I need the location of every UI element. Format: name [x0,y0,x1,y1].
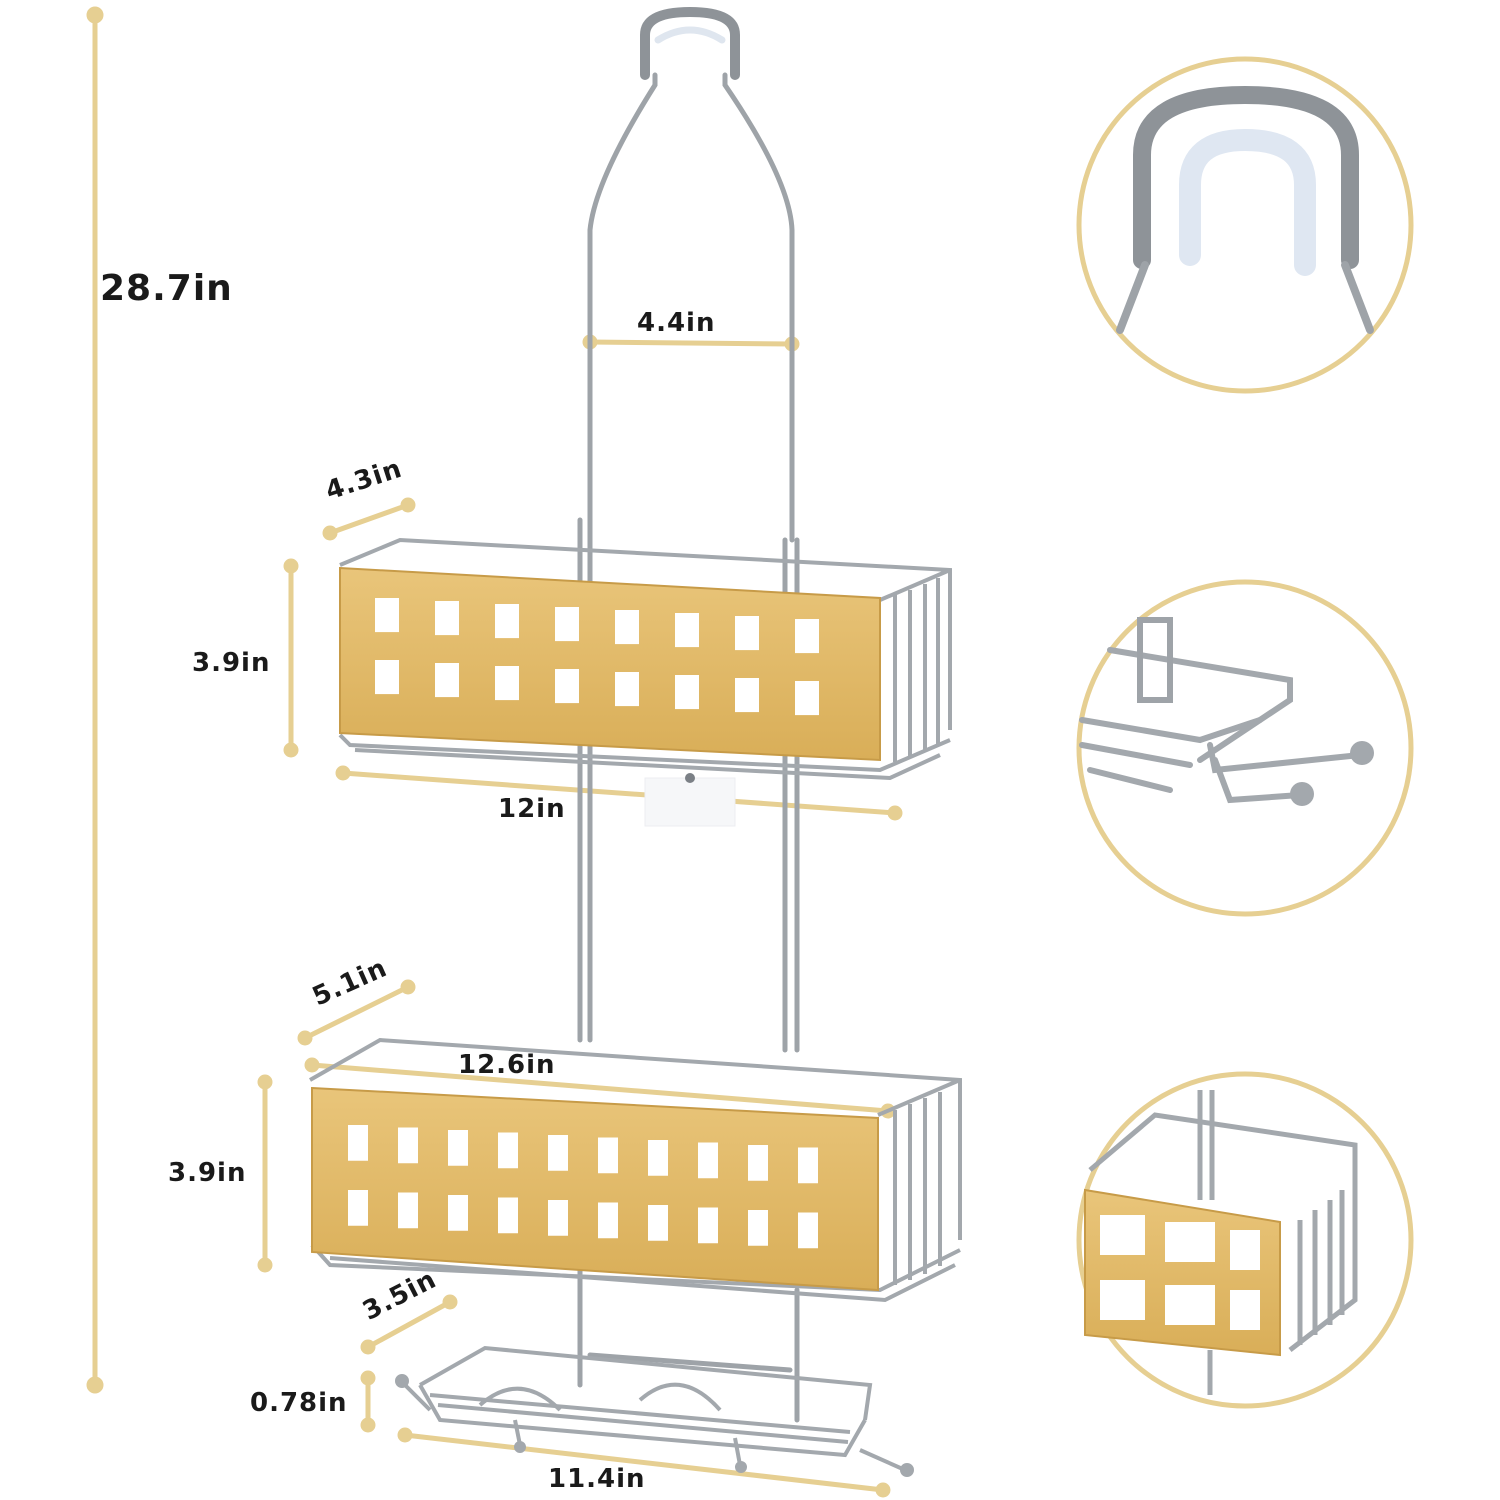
soap-width-line [402,1432,886,1493]
panel-cutout [615,610,639,645]
panel-cutout [648,1205,668,1241]
panel-cutout [598,1137,618,1174]
panel-cutout [348,1190,368,1226]
panel-cutout [495,666,519,701]
panel-cutout [348,1125,368,1161]
bottom-bamboo-panel [311,1086,879,1292]
top-panel-cutouts [375,598,819,716]
top-width-label: 12in [498,794,566,824]
soap-depth-line [365,1299,453,1350]
panel-cutout [748,1145,768,1181]
panel-cutout [495,604,519,639]
top-bamboo-panel [339,566,881,762]
bottom-width-line [309,1062,891,1114]
panel-cutout [375,660,399,695]
panel-cutout [435,601,459,636]
top-basket [338,537,952,781]
soap-height-label: 0.78in [250,1388,348,1418]
detail-circle-basket-corner [1076,1071,1414,1409]
panel-cutout [398,1192,418,1229]
panel-cutout [648,1140,668,1176]
soap-dish [395,1345,914,1477]
bottom-height-label: 3.9in [168,1158,247,1188]
hook-width-line [587,339,795,347]
panel-cutout [698,1142,718,1179]
panel-cutout [748,1210,768,1246]
panel-cutout [555,607,579,642]
suction-pad [644,777,736,827]
panel-cutout [735,616,759,651]
panel-cutout [798,1147,818,1184]
panel-cutout [555,669,579,704]
total-height-label: 28.7in [100,268,233,309]
panel-cutout [498,1132,518,1169]
soap-width-label: 11.4in [548,1464,646,1494]
top-height-label: 3.9in [192,648,271,678]
panel-cutout [448,1195,468,1231]
panel-cutout [795,681,819,716]
top-depth-line [327,502,411,536]
panel-cutout [798,1212,818,1249]
screw [685,773,695,783]
panel-cutout [598,1202,618,1239]
panel-cutout [435,663,459,698]
panel-cutout [448,1130,468,1166]
bottom-basket [309,1037,962,1303]
bottom-panel-cutouts [348,1125,818,1249]
bottom-depth-line [302,984,411,1041]
bottom-width-label: 12.6in [458,1050,556,1080]
panel-cutout [548,1135,568,1171]
panel-cutout [548,1200,568,1236]
panel-cutout [375,598,399,633]
panel-cutout [675,675,699,710]
hook-width-label: 4.4in [637,308,716,338]
detail-circle-soap-hooks [1076,579,1414,917]
panel-cutout [398,1127,418,1164]
detail-circle-hook [1076,56,1414,394]
panel-cutout [498,1197,518,1234]
panel-cutout [795,619,819,654]
panel-cutout [698,1207,718,1244]
top-width-line [340,770,898,816]
panel-cutout [675,613,699,648]
panel-cutout [615,672,639,707]
panel-cutout [735,678,759,713]
